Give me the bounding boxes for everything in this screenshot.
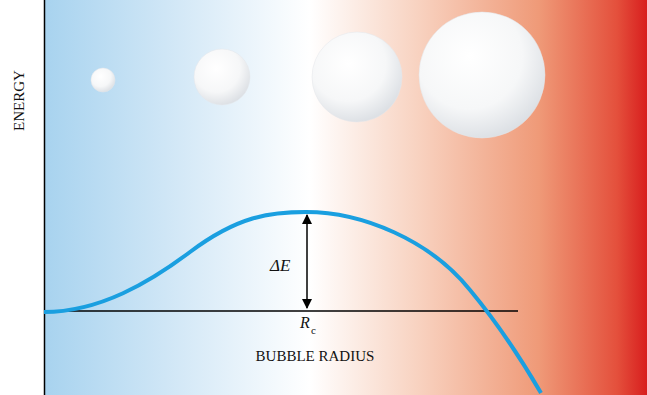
- axis-label: BUBBLE RADIUS: [256, 349, 375, 364]
- radius-subscript: c: [311, 325, 316, 336]
- bubble: [312, 32, 402, 122]
- bubble: [419, 12, 545, 138]
- barrier-arrow: [306, 215, 308, 308]
- radius-label: R: [300, 315, 310, 331]
- bubble: [91, 68, 115, 92]
- bubbles: [91, 12, 545, 138]
- energy-axis: [44, 0, 46, 395]
- energy-curve: [44, 212, 541, 393]
- barrier-label: ΔE: [270, 257, 290, 274]
- bubble: [194, 49, 250, 105]
- axis-label: ENERGY: [12, 70, 27, 131]
- background-gradient: [45, 0, 647, 395]
- zero-baseline: [44, 310, 518, 312]
